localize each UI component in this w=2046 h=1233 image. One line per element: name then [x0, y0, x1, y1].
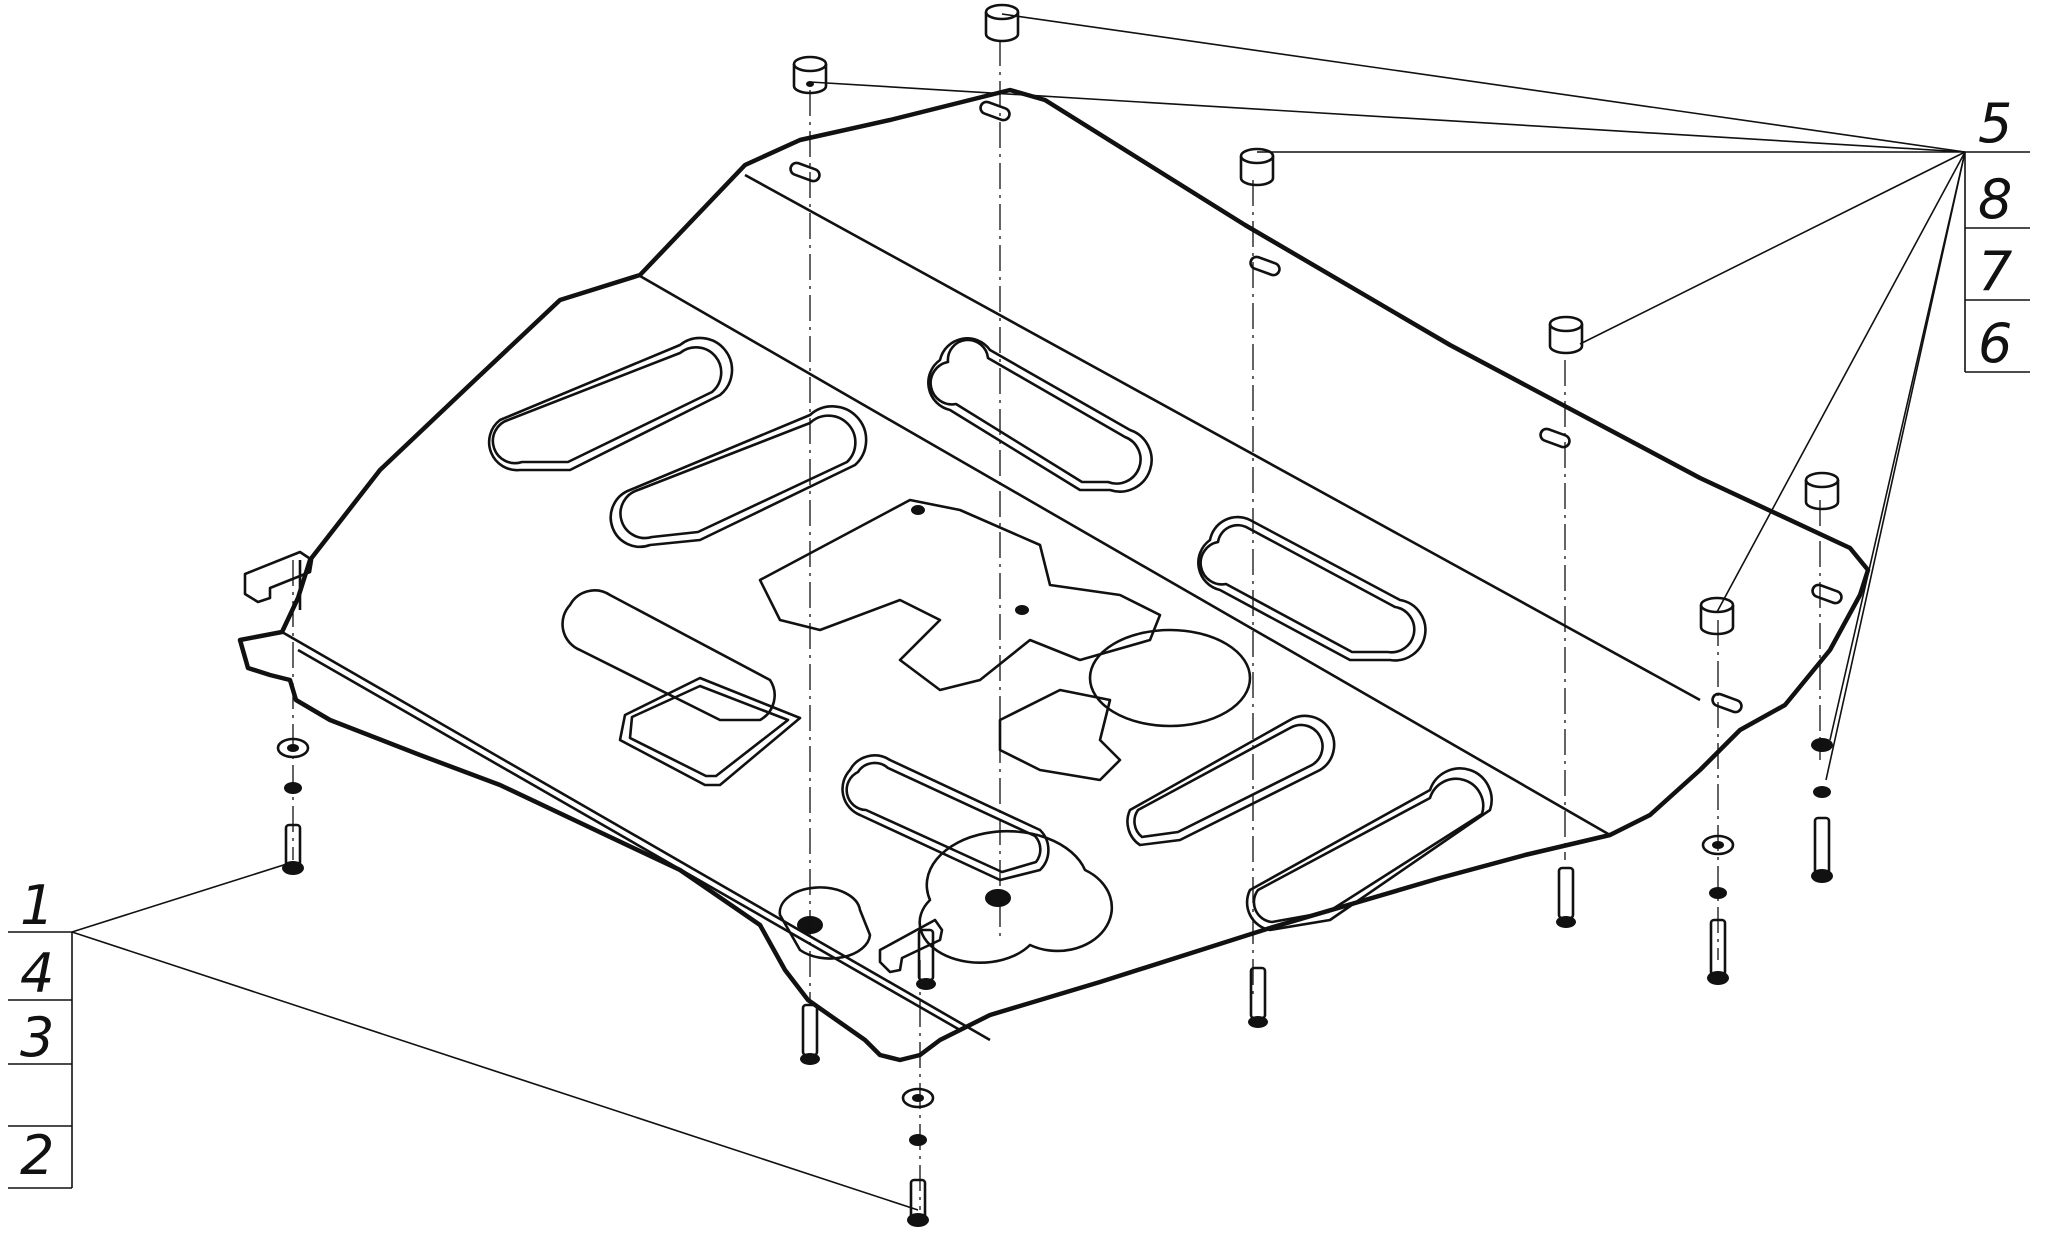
- leader-lines: [71, 13, 1966, 1211]
- cage-nut-5: [1804, 471, 1840, 511]
- bolt-3: [1248, 966, 1268, 1028]
- callout-label-2: 2: [20, 1124, 54, 1187]
- callout-label-8: 8: [1978, 168, 2012, 231]
- cage-nut-2: [984, 3, 1020, 43]
- callout-label-1: 1: [20, 874, 54, 937]
- cage-nut-4: [1548, 315, 1584, 355]
- mounting-pad-left: [778, 886, 872, 960]
- small-hole-1: [911, 505, 925, 515]
- cage-nut-3: [1239, 147, 1275, 187]
- callout-label-3: 3: [20, 1006, 54, 1069]
- callout-label-4: 4: [20, 942, 54, 1005]
- vent-slots: [487, 336, 1493, 932]
- bolt-1: [800, 1003, 820, 1065]
- cage-nuts: [792, 3, 1840, 636]
- plate-outline: [237, 87, 1871, 1063]
- bolt-4: [1556, 866, 1576, 928]
- mounting-hole-rear-center: [985, 889, 1011, 907]
- bend-line-rear-2: [297, 648, 961, 1032]
- fasteners-bottom: [276, 737, 1833, 1227]
- lower-slot: [998, 688, 1122, 782]
- fastener-stack-right-2: [1811, 738, 1833, 883]
- central-slot: [758, 498, 1162, 692]
- bolt-2: [916, 928, 936, 990]
- mounting-pad-center: [918, 829, 1114, 964]
- bend-line-middle: [639, 274, 1611, 837]
- callout-label-7: 7: [1978, 240, 2012, 303]
- callout-table-right: 5 8 7 6: [1964, 92, 2030, 375]
- fastener-stack-bottom: [901, 1087, 935, 1227]
- bend-line-rear: [281, 630, 991, 1042]
- service-opening: [1088, 628, 1252, 728]
- service-hatch: [618, 676, 802, 787]
- skid-plate: [237, 87, 1871, 1063]
- callout-label-6: 6: [1978, 312, 2012, 375]
- assembly-axis-lines: [292, 40, 1821, 1210]
- bend-line-front: [744, 173, 1701, 702]
- center-bracket: [878, 918, 944, 974]
- fastener-stack-right-1: [1701, 834, 1735, 985]
- cage-nut-1: [792, 55, 828, 95]
- mounting-slots: [789, 100, 1843, 714]
- callout-table-left: 1 4 3 2: [8, 874, 73, 1189]
- small-hole-2: [1015, 605, 1029, 615]
- callout-label-5: 5: [1978, 92, 2012, 155]
- left-bracket: [243, 550, 314, 604]
